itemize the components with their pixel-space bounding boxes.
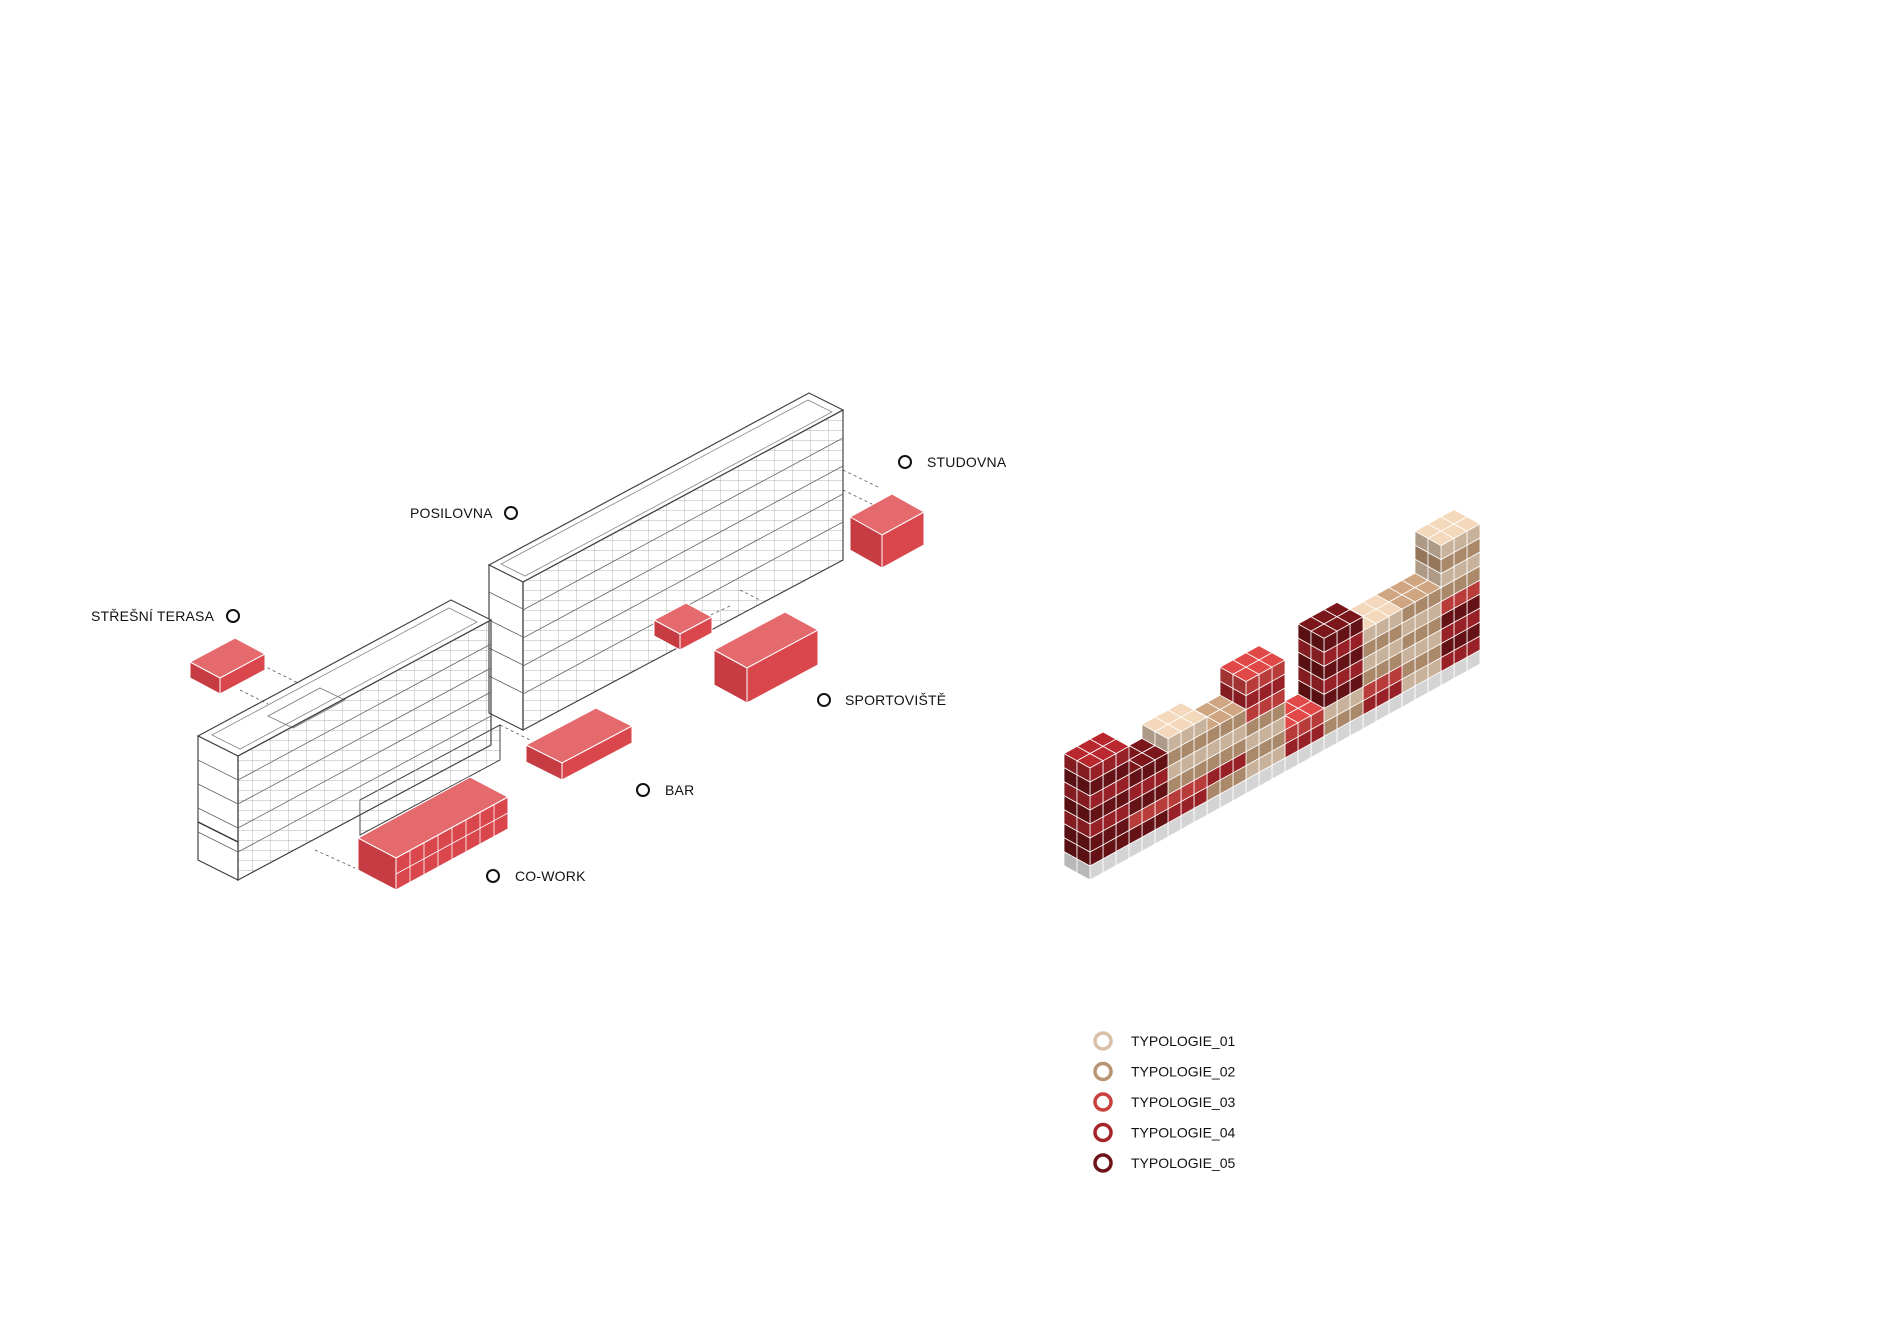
label-text: BAR <box>665 782 694 798</box>
legend-item: TYPOLOGIE_04 <box>1093 1122 1235 1143</box>
marker-circle-icon <box>817 693 831 707</box>
legend-swatch-icon <box>1093 1092 1113 1112</box>
program-block-bar <box>524 707 634 781</box>
legend-item: TYPOLOGIE_02 <box>1093 1061 1235 1082</box>
legend-label: TYPOLOGIE_01 <box>1131 1033 1235 1049</box>
legend-swatch-icon <box>1093 1031 1113 1051</box>
program-block-cowork <box>356 776 510 891</box>
program-block-sportoviste <box>712 611 820 704</box>
label-text: STUDOVNA <box>927 454 1007 470</box>
legend-label: TYPOLOGIE_04 <box>1131 1125 1235 1141</box>
legend-swatch-icon <box>1093 1153 1113 1173</box>
typology-legend: TYPOLOGIE_01TYPOLOGIE_02TYPOLOGIE_03TYPO… <box>1093 1031 1235 1173</box>
label-cowork: CO-WORK <box>486 868 586 884</box>
legend-swatch-icon <box>1093 1061 1113 1082</box>
marker-circle-icon <box>898 455 912 469</box>
label-bar: BAR <box>636 782 694 798</box>
legend-label: TYPOLOGIE_03 <box>1131 1094 1235 1110</box>
module-cube <box>1154 723 1182 754</box>
marker-circle-icon <box>636 783 650 797</box>
marker-circle-icon <box>226 609 240 623</box>
legend-label: TYPOLOGIE_02 <box>1131 1064 1235 1080</box>
legend-label: TYPOLOGIE_05 <box>1131 1155 1235 1171</box>
label-studovna: STUDOVNA <box>898 454 1007 470</box>
program-block-studovna <box>848 493 926 569</box>
legend-item: TYPOLOGIE_05 <box>1093 1153 1235 1173</box>
label-text: CO-WORK <box>515 868 586 884</box>
program-block-terrace <box>188 637 267 695</box>
legend-item: TYPOLOGIE_01 <box>1093 1031 1235 1051</box>
module-cube <box>1232 666 1260 697</box>
module-cube <box>1427 530 1455 561</box>
module-cube <box>1076 753 1104 783</box>
label-text: SPORTOVIŠTĚ <box>845 692 946 708</box>
label-text: POSILOVNA <box>410 505 493 521</box>
building-block-front <box>196 599 493 882</box>
marker-circle-icon <box>486 869 500 883</box>
legend-item: TYPOLOGIE_03 <box>1093 1092 1235 1112</box>
label-stresni-terasa: STŘEŠNÍ TERASA <box>91 608 240 624</box>
program-block-posilovna <box>652 602 714 651</box>
marker-circle-icon <box>504 506 518 520</box>
label-posilovna: POSILOVNA <box>410 505 518 521</box>
label-sportoviste: SPORTOVIŠTĚ <box>817 692 946 708</box>
label-text: STŘEŠNÍ TERASA <box>91 608 215 624</box>
typology-massing <box>1063 509 1481 881</box>
building-axonometric <box>188 392 926 891</box>
legend-swatch-icon <box>1093 1122 1113 1143</box>
module-cube <box>1310 623 1338 654</box>
